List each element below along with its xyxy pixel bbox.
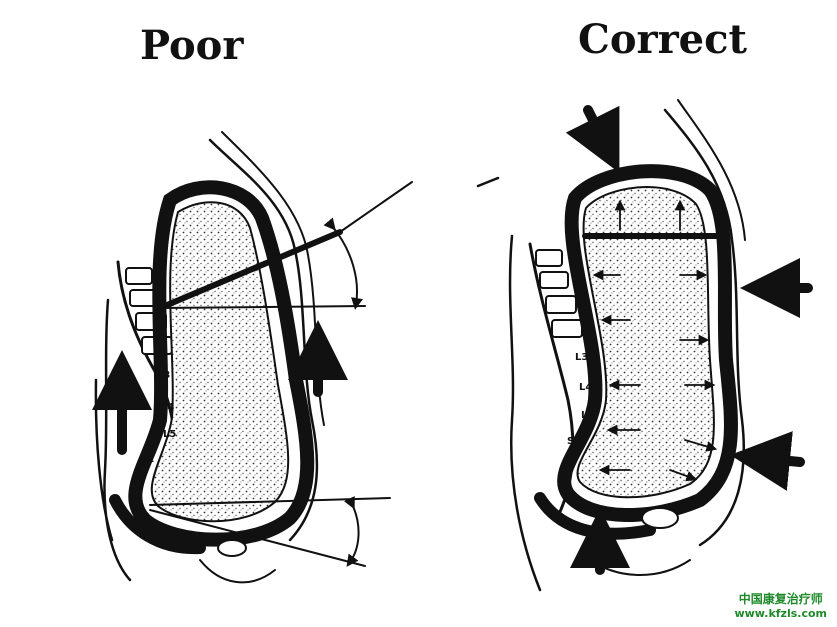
watermark-chinese-text: 中国康复治疗师 (734, 592, 827, 607)
poor-label-s1: S1 (140, 454, 154, 465)
correct-side-arrow-lower (760, 458, 800, 462)
poor-label-l3: L3 (157, 370, 170, 381)
correct-panel (478, 100, 808, 590)
correct-back-outline (510, 236, 540, 590)
poor-panel (96, 132, 412, 582)
poor-label-l5: L5 (163, 429, 176, 440)
watermark: 中国康复治疗师 www.kfzls.com (734, 592, 827, 621)
poor-label-l4: L4 (161, 402, 174, 413)
correct-top-arrow (588, 110, 606, 146)
watermark-url: www.kfzls.com (734, 607, 827, 621)
correct-label-l5: L5 (581, 410, 594, 421)
correct-label-s1: S1 (567, 436, 581, 447)
poor-upper-angle-arc (332, 226, 357, 304)
poor-lower-angle-arc (350, 504, 359, 562)
correct-label-l3: L3 (575, 352, 588, 363)
correct-label-l4: L4 (579, 382, 592, 393)
